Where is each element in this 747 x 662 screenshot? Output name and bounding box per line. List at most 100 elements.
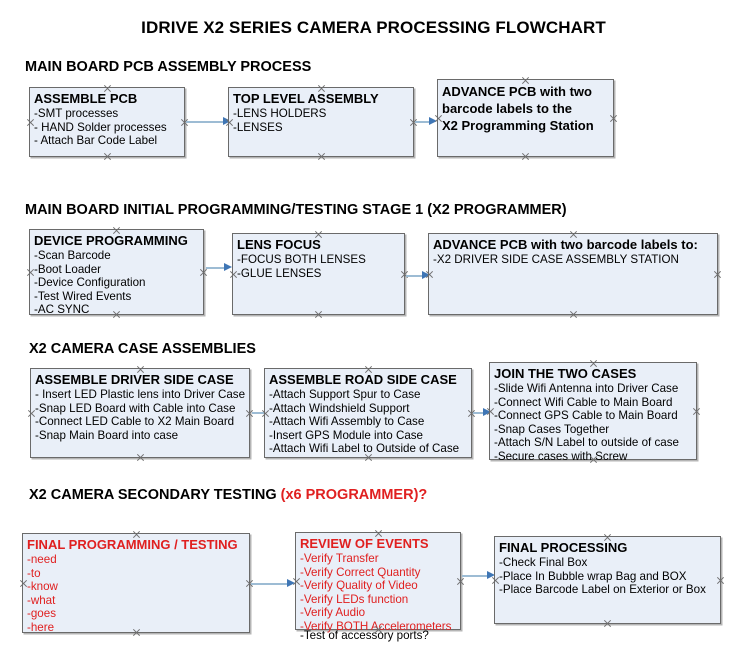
connector-handle-top[interactable] [136, 365, 145, 374]
box-line: - Insert LED Plastic lens into Driver Ca… [35, 388, 246, 401]
box-top-level-assembly[interactable]: TOP LEVEL ASSEMBLY -LENS HOLDERS -LENSES [228, 87, 414, 157]
box-line: - Attach Bar Code Label [34, 134, 158, 148]
connector-handle-left[interactable] [27, 409, 36, 418]
connector-handle-bottom[interactable] [374, 625, 383, 634]
connector-handle-bottom[interactable] [112, 310, 121, 319]
connector-handle-bottom[interactable] [314, 310, 323, 319]
section-header-x2-camera-secondary-testing: X2 CAMERA SECONDARY TESTING (x6 PROGRAMM… [29, 487, 427, 503]
page-title: IDRIVE X2 SERIES CAMERA PROCESSING FLOWC… [141, 18, 606, 37]
section-header-text: MAIN BOARD INITIAL PROGRAMMING/TESTING S… [25, 202, 567, 218]
box-line: -Boot Loader [34, 262, 102, 276]
connector-handle-top[interactable] [569, 230, 578, 239]
connector-handle-left[interactable] [229, 270, 238, 279]
connector-handle-bottom[interactable] [132, 628, 141, 637]
connector-handle-right[interactable] [609, 114, 618, 123]
box-device-programming[interactable]: DEVICE PROGRAMMING -Scan Barcode -Boot L… [26, 226, 204, 317]
connector-handle-top[interactable] [603, 533, 612, 542]
box-body: FINAL PROGRAMMING / TESTING -need -to -k… [23, 534, 249, 635]
connector-handle-bottom[interactable] [136, 453, 145, 462]
box-line: -Scan Barcode [34, 249, 111, 262]
connector-handle-top[interactable] [317, 84, 326, 93]
box-body: DEVICE PROGRAMMING -Scan Barcode -Boot L… [30, 230, 203, 317]
connector-handle-bottom[interactable] [603, 619, 612, 628]
connector-handle-left[interactable] [434, 114, 443, 123]
box-line: -here [27, 620, 55, 634]
box-line: -Verify Quality of Video [300, 579, 418, 593]
box-line: -Attach Wifi Assembly to Case [269, 415, 425, 429]
box-line: -Connect Wifi Cable to Main Board [494, 395, 673, 409]
connector-handle-top[interactable] [589, 359, 598, 368]
section-header-text: MAIN BOARD PCB ASSEMBLY PROCESS [25, 59, 312, 75]
connector-handle-top[interactable] [374, 529, 383, 538]
box-body: ASSEMBLE DRIVER SIDE CASE - Insert LED P… [31, 369, 249, 442]
box-body: ADVANCE PCB with two barcode labels to: … [429, 234, 717, 267]
box-line: -know [27, 580, 58, 594]
box-advance-pcb-to-programming-station[interactable]: ADVANCE PCB with two barcode labels to t… [437, 79, 614, 157]
box-line: barcode labels to the [442, 101, 573, 116]
box-line: -Connect LED Cable to X2 Main Board [35, 415, 235, 429]
box-assemble-road-side-case[interactable]: ASSEMBLE ROAD SIDE CASE -Attach Support … [264, 368, 472, 458]
box-final-processing[interactable]: FINAL PROCESSING -Check Final Box -Place… [494, 536, 721, 624]
arrow-shaft [415, 121, 430, 123]
connector-handle-right[interactable] [716, 576, 725, 585]
connector-handle-bottom[interactable] [103, 152, 112, 161]
connector-handle-left[interactable] [491, 576, 500, 585]
box-title: REVIEW OF EVENTS [300, 536, 429, 551]
box-title: FINAL PROGRAMMING / TESTING [27, 537, 238, 552]
section-header-text: X2 CAMERA CASE ASSEMBLIES [29, 341, 256, 357]
section-header-text: X2 CAMERA SECONDARY TESTING [29, 487, 281, 503]
box-lens-focus[interactable]: LENS FOCUS -FOCUS BOTH LENSES -GLUE LENS… [232, 233, 405, 315]
arrow-shaft [186, 121, 224, 123]
arrow-shaft [252, 412, 267, 414]
connector-handle-bottom[interactable] [521, 152, 530, 161]
box-body: ASSEMBLE PCB -SMT processes - HAND Solde… [30, 88, 184, 148]
connector-handle-left[interactable] [225, 118, 234, 127]
connector-handle-left[interactable] [26, 118, 35, 127]
box-line: -Verify Transfer [300, 552, 379, 565]
box-join-the-two-cases[interactable]: JOIN THE TWO CASES -Slide Wifi Antenna i… [486, 359, 697, 463]
connector-handle-bottom[interactable] [569, 310, 578, 319]
connector-handle-top[interactable] [364, 365, 373, 374]
box-line: -Attach S/N Label to outside of case [494, 436, 679, 450]
connector-handle-left[interactable] [292, 577, 301, 586]
box-line: -Connect GPS Cable to Main Board [494, 409, 678, 423]
box-title: ASSEMBLE ROAD SIDE CASE [269, 372, 457, 387]
box-body: TOP LEVEL ASSEMBLY -LENS HOLDERS -LENSES [229, 88, 413, 134]
connector-handle-top[interactable] [314, 230, 323, 239]
box-line: - HAND Solder processes [34, 120, 167, 134]
connector-handle-right[interactable] [692, 407, 701, 416]
connector-handle-left[interactable] [425, 270, 434, 279]
box-review-of-events[interactable]: REVIEW OF EVENTS -Verify Transfer -Verif… [292, 529, 461, 642]
box-line: -what [27, 593, 56, 607]
connector-handle-left[interactable] [19, 579, 28, 588]
connector-handle-right[interactable] [713, 270, 722, 279]
connector-handle-left[interactable] [486, 407, 495, 416]
box-body: ASSEMBLE ROAD SIDE CASE -Attach Support … [265, 369, 471, 456]
box-advance-pcb-to-driver-side-station[interactable]: ADVANCE PCB with two barcode labels to: … [428, 233, 718, 315]
box-title: TOP LEVEL ASSEMBLY [233, 91, 379, 106]
connector-handle-bottom[interactable] [364, 453, 373, 462]
box-line: -LENSES [233, 120, 283, 134]
arrow-shaft [251, 583, 288, 585]
connector-handle-left[interactable] [26, 268, 35, 277]
box-title: ADVANCE PCB with two barcode labels to: [433, 237, 698, 252]
connector-handle-left[interactable] [261, 409, 270, 418]
arrow-head [224, 263, 232, 271]
box-line: -Attach Support Spur to Case [269, 388, 421, 401]
connector-handle-top[interactable] [112, 226, 121, 235]
connector-handle-bottom[interactable] [317, 152, 326, 161]
box-line: -need [27, 553, 57, 566]
box-line: -FOCUS BOTH LENSES [237, 253, 366, 266]
box-overflow-line: -Test of accessory ports? [300, 629, 429, 643]
connector-handle-bottom[interactable] [589, 455, 598, 464]
box-line: -SMT processes [34, 107, 119, 120]
connector-handle-top[interactable] [103, 84, 112, 93]
box-final-programming-testing[interactable]: FINAL PROGRAMMING / TESTING -need -to -k… [19, 530, 250, 635]
box-body: FINAL PROCESSING -Check Final Box -Place… [495, 537, 720, 597]
connector-handle-top[interactable] [521, 76, 530, 85]
connector-handle-top[interactable] [132, 530, 141, 539]
box-assemble-pcb[interactable]: ASSEMBLE PCB -SMT processes - HAND Solde… [29, 87, 185, 157]
box-line: -Verify LEDs function [300, 592, 409, 606]
box-assemble-driver-side-case[interactable]: ASSEMBLE DRIVER SIDE CASE - Insert LED P… [30, 368, 250, 458]
